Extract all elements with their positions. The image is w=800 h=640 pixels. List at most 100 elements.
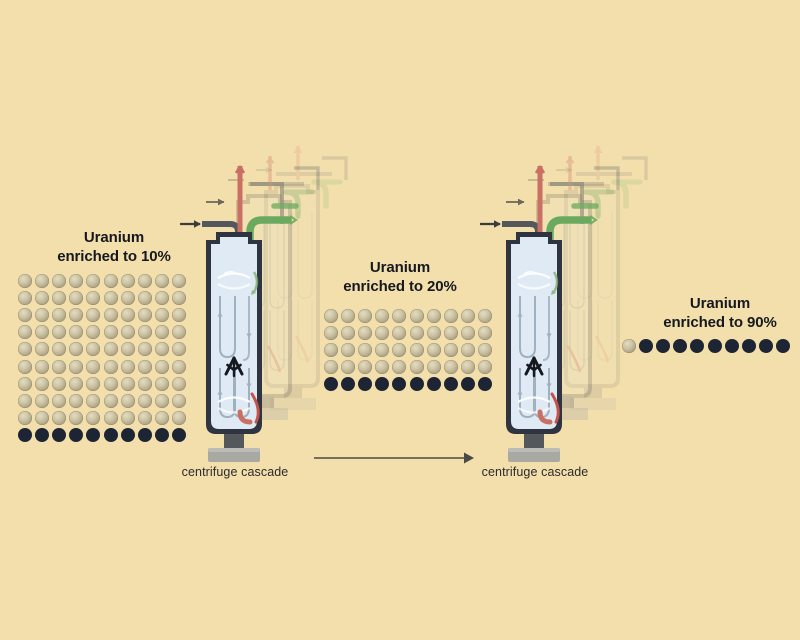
uranium-dot-natural bbox=[34, 393, 49, 408]
uranium-dot-natural bbox=[137, 290, 152, 305]
uranium-dot-enriched bbox=[34, 428, 49, 443]
uranium-dot-enriched bbox=[724, 338, 739, 353]
uranium-dot-natural bbox=[103, 411, 118, 426]
uranium-dot-natural bbox=[409, 308, 424, 323]
uranium-dot-natural bbox=[478, 342, 493, 357]
uranium-dot-natural bbox=[426, 308, 441, 323]
uranium-dot-enriched bbox=[392, 377, 407, 392]
uranium-dot-natural bbox=[155, 307, 170, 322]
uranium-dot-natural bbox=[34, 376, 49, 391]
uranium-dot-natural bbox=[34, 342, 49, 357]
uranium-dot-enriched bbox=[155, 428, 170, 443]
stage-title-90: Uranium enriched to 90% bbox=[663, 295, 777, 331]
uranium-dot-natural bbox=[155, 273, 170, 288]
uranium-dot-natural bbox=[478, 360, 493, 375]
uranium-dot-natural bbox=[155, 325, 170, 340]
uranium-dot-natural bbox=[172, 325, 187, 340]
cascade-label-right: centrifuge cascade bbox=[481, 465, 589, 479]
centrifuge-cascade-left bbox=[178, 146, 378, 472]
uranium-dot-enriched bbox=[375, 377, 390, 392]
uranium-dot-natural bbox=[443, 360, 458, 375]
uranium-dot-natural bbox=[172, 393, 187, 408]
uranium-dot-natural bbox=[461, 360, 476, 375]
uranium-dot-natural bbox=[120, 325, 135, 340]
uranium-dot-natural bbox=[478, 308, 493, 323]
uranium-dot-natural bbox=[69, 307, 84, 322]
uranium-dot-natural bbox=[86, 376, 101, 391]
uranium-dot-enriched bbox=[655, 338, 670, 353]
uranium-dot-natural bbox=[323, 308, 338, 323]
uranium-dot-natural bbox=[137, 325, 152, 340]
uranium-dot-natural bbox=[137, 411, 152, 426]
uranium-dot-natural bbox=[34, 359, 49, 374]
uranium-dot-natural bbox=[51, 273, 66, 288]
uranium-dot-natural bbox=[69, 376, 84, 391]
uranium-dot-natural bbox=[69, 342, 84, 357]
uranium-dot-natural bbox=[357, 360, 372, 375]
uranium-dot-natural bbox=[426, 360, 441, 375]
uranium-dot-natural bbox=[155, 393, 170, 408]
uranium-dot-enriched bbox=[707, 338, 722, 353]
uranium-dot-natural bbox=[172, 307, 187, 322]
uranium-dot-natural bbox=[443, 325, 458, 340]
uranium-dot-enriched bbox=[638, 338, 653, 353]
uranium-dot-enriched bbox=[86, 428, 101, 443]
uranium-dot-natural bbox=[51, 325, 66, 340]
stage-title-20: Uranium enriched to 20% bbox=[343, 259, 457, 295]
uranium-dot-natural bbox=[155, 359, 170, 374]
uranium-dot-natural bbox=[17, 273, 32, 288]
uranium-dot-enriched bbox=[340, 377, 355, 392]
uranium-dot-natural bbox=[51, 307, 66, 322]
uranium-dot-enriched bbox=[17, 428, 32, 443]
uranium-dot-natural bbox=[340, 342, 355, 357]
uranium-dot-natural bbox=[103, 273, 118, 288]
uranium-dot-natural bbox=[103, 325, 118, 340]
uranium-dot-enriched bbox=[409, 377, 424, 392]
uranium-dot-natural bbox=[51, 411, 66, 426]
uranium-dot-natural bbox=[34, 307, 49, 322]
uranium-dot-natural bbox=[86, 273, 101, 288]
uranium-dot-natural bbox=[34, 290, 49, 305]
uranium-dot-natural bbox=[375, 342, 390, 357]
uranium-dot-natural bbox=[34, 411, 49, 426]
uranium-dot-natural bbox=[461, 308, 476, 323]
uranium-dot-natural bbox=[69, 359, 84, 374]
uranium-dot-enriched bbox=[120, 428, 135, 443]
uranium-dot-natural bbox=[17, 342, 32, 357]
uranium-dot-natural bbox=[17, 307, 32, 322]
uranium-dot-natural bbox=[120, 290, 135, 305]
dot-grid-stage-10 bbox=[16, 272, 188, 444]
uranium-dot-natural bbox=[137, 376, 152, 391]
dot-grid-stage-20 bbox=[322, 307, 494, 393]
uranium-dot-natural bbox=[69, 273, 84, 288]
uranium-dot-natural bbox=[323, 360, 338, 375]
uranium-dot-natural bbox=[409, 360, 424, 375]
uranium-dot-natural bbox=[461, 342, 476, 357]
uranium-dot-natural bbox=[375, 325, 390, 340]
uranium-dot-natural bbox=[340, 308, 355, 323]
uranium-dot-natural bbox=[120, 359, 135, 374]
uranium-dot-natural bbox=[51, 376, 66, 391]
uranium-dot-natural bbox=[17, 411, 32, 426]
uranium-dot-natural bbox=[172, 273, 187, 288]
uranium-dot-natural bbox=[86, 290, 101, 305]
uranium-dot-natural bbox=[155, 290, 170, 305]
uranium-dot-natural bbox=[409, 342, 424, 357]
uranium-dot-natural bbox=[86, 325, 101, 340]
uranium-dot-natural bbox=[34, 273, 49, 288]
uranium-dot-enriched bbox=[478, 377, 493, 392]
uranium-dot-natural bbox=[69, 393, 84, 408]
uranium-dot-natural bbox=[51, 359, 66, 374]
uranium-dot-natural bbox=[172, 359, 187, 374]
uranium-dot-natural bbox=[375, 308, 390, 323]
uranium-dot-natural bbox=[155, 376, 170, 391]
uranium-dot-natural bbox=[34, 325, 49, 340]
uranium-dot-enriched bbox=[443, 377, 458, 392]
uranium-dot-natural bbox=[69, 290, 84, 305]
uranium-dot-natural bbox=[621, 338, 636, 353]
uranium-dot-natural bbox=[51, 393, 66, 408]
uranium-dot-natural bbox=[137, 359, 152, 374]
uranium-dot-natural bbox=[323, 342, 338, 357]
uranium-dot-natural bbox=[120, 273, 135, 288]
uranium-dot-enriched bbox=[323, 377, 338, 392]
